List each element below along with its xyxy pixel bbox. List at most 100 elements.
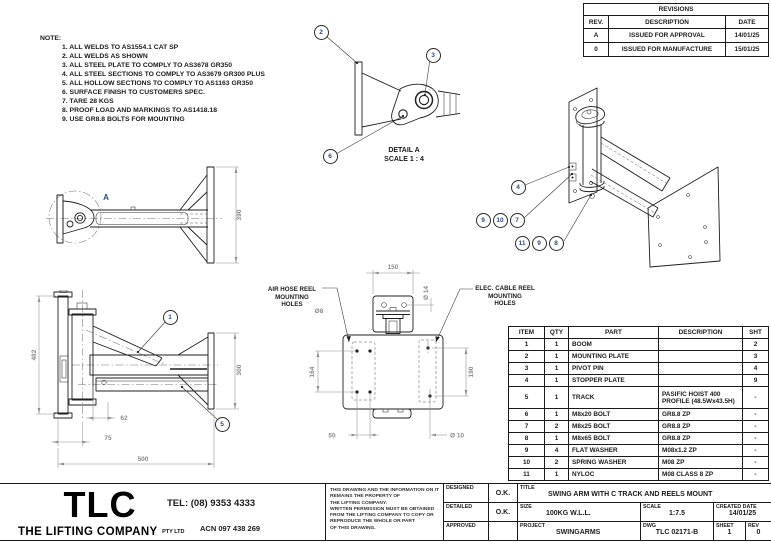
parts-col-item: ITEM: [508, 326, 545, 339]
air-hose-callout: AIR HOSE REEL MOUNTING HOLES: [260, 286, 324, 309]
sheet-label: SHEET: [716, 523, 734, 529]
cell: 1: [544, 338, 569, 351]
cell: 1: [544, 432, 569, 445]
revisions-title: REVISIONS: [583, 3, 769, 16]
dim-482: 482: [31, 349, 38, 360]
elec-cable-callout: ELEC. CABLE REEL MOUNTING HOLES: [471, 285, 539, 308]
designed-label-cell: DESIGNED: [443, 484, 488, 503]
revision-row: A ISSUED FOR APPROVAL 14/01/25: [583, 28, 769, 43]
balloon-1: 1: [162, 309, 178, 325]
dim-75: 75: [104, 435, 112, 442]
detail-a-drawing: DETAIL A SCALE 1 : 4: [325, 35, 460, 163]
scale-cell: SCALE 1:7.5: [640, 503, 713, 522]
balloon-label: 3: [431, 51, 435, 59]
cell: 2: [544, 420, 569, 433]
cell: [658, 338, 743, 351]
cell: M8x25 BOLT: [568, 420, 659, 433]
revisions-col-description: DESCRIPTION: [608, 15, 726, 29]
copyright-line: FROM THE LIFTING COMPANY TO COPY OR: [330, 513, 434, 519]
title-label: TITLE: [520, 485, 535, 491]
cell: 1: [544, 350, 569, 363]
parts-col-part: PART: [568, 326, 659, 339]
cell: TRACK: [568, 386, 659, 409]
title-cell: TITLE SWING ARM WITH C TRACK AND REELS M…: [517, 484, 771, 503]
copyright-line: THE LIFTING COMPANY.: [330, 500, 387, 506]
balloon-9b: 9: [531, 235, 547, 251]
detail-a-scale: SCALE 1 : 4: [384, 156, 424, 163]
detailed-value: O.K.: [495, 509, 511, 516]
dim-hole14: Ø 14: [423, 286, 430, 300]
cell: 1: [544, 386, 569, 409]
side-view-drawing: 482 300 62 75 500: [31, 290, 243, 468]
balloon-7: 7: [509, 212, 525, 228]
cell: 1: [508, 338, 545, 351]
company-name: THE LIFTING COMPANY: [18, 526, 158, 538]
note-line: 3. ALL STEEL PLATE TO COMPLY TO AS3678 G…: [62, 62, 232, 69]
note-line: 8. PROOF LOAD AND MARKINGS TO AS1418.18: [62, 107, 217, 114]
size-value: 100KG W.L.L.: [546, 510, 591, 517]
scale-label: SCALE: [643, 504, 661, 510]
cell: 2: [544, 456, 569, 469]
cell: 9: [508, 444, 545, 457]
dim-hole8: Ø8: [315, 308, 324, 315]
company-suffix: PTY LTD: [162, 529, 185, 535]
balloon-label: 9: [537, 239, 541, 247]
balloon-11: 11: [514, 235, 530, 251]
note-line: 1. ALL WELDS TO AS1554.1 CAT SP: [62, 44, 179, 51]
detail-a-marker: A: [103, 193, 109, 202]
cell: 1: [544, 362, 569, 375]
cell: 3: [508, 362, 545, 375]
size-label: SIZE: [520, 504, 532, 510]
revision-date: 15/01/25: [725, 42, 769, 57]
callout-line: AIR HOSE REEL: [267, 286, 317, 293]
top-view-drawing: A 390: [46, 166, 243, 264]
cell: PIVOT PIN: [568, 362, 659, 375]
dim-190: 190: [468, 366, 475, 377]
cell: GR8.8 ZP: [658, 420, 743, 433]
cell: [658, 350, 743, 363]
cell: 1: [544, 374, 569, 387]
callout-line: HOLES: [281, 301, 303, 309]
company-logo: TLC: [40, 487, 160, 523]
revision-row: 0 ISSUED FOR MANUFACTURE 15/01/25: [583, 42, 769, 57]
parts-col-qty: QTY: [544, 326, 569, 339]
cell: 4: [742, 362, 769, 375]
plate-view-drawing: 150 Ø 14 Ø8 164 190 50 Ø 1: [309, 264, 475, 440]
parts-col-sht: SHT: [742, 326, 769, 339]
created-date-cell: CREATED DATE 14/01/25: [713, 503, 771, 522]
callout-line: MOUNTING: [275, 293, 309, 301]
rev-number: 0: [756, 529, 761, 536]
cell: M08 ZP: [658, 456, 743, 469]
copyright-line: THIS DRAWING AND THE INFORMATION ON IT: [330, 488, 439, 493]
revision-description: ISSUED FOR MANUFACTURE: [608, 42, 726, 57]
notes-block: NOTE: 1. ALL WELDS TO AS1554.1 CAT SP 2.…: [40, 34, 265, 124]
copyright-line: REPRODUCE THE WHOLE OR PART: [330, 519, 415, 525]
balloon-8: 8: [548, 235, 564, 251]
detailed-value-cell: O.K.: [488, 503, 517, 522]
dim-300: 300: [236, 364, 243, 375]
cell: -: [742, 386, 769, 409]
cell: GR8.8 ZP: [658, 432, 743, 445]
drawing-title: SWING ARM WITH C TRACK AND REELS MOUNT: [548, 491, 713, 498]
dim-62: 62: [120, 415, 128, 422]
balloon-label: 6: [328, 152, 332, 160]
cell: [658, 374, 743, 387]
balloon-label: 9: [481, 216, 485, 224]
dwg-number: TLC 02171-B: [655, 529, 699, 536]
cell: -: [742, 468, 769, 481]
project-cell: PROJECT SWINGARMS: [517, 522, 640, 541]
note-line: 7. TARE 28 KGS: [62, 98, 114, 105]
cell: M08 CLASS 8 ZP: [658, 468, 743, 481]
rev-cell: REV 0: [745, 522, 771, 541]
revisions-col-rev: REV.: [583, 15, 609, 29]
dim-hole10: Ø 10: [450, 433, 464, 440]
title-block: TLC THE LIFTING COMPANY PTY LTD TEL: (08…: [0, 483, 771, 541]
cell: 2: [508, 350, 545, 363]
designed-value: O.K.: [495, 490, 511, 497]
cell: NYLOC: [568, 468, 659, 481]
approved-value-cell: [488, 522, 517, 541]
